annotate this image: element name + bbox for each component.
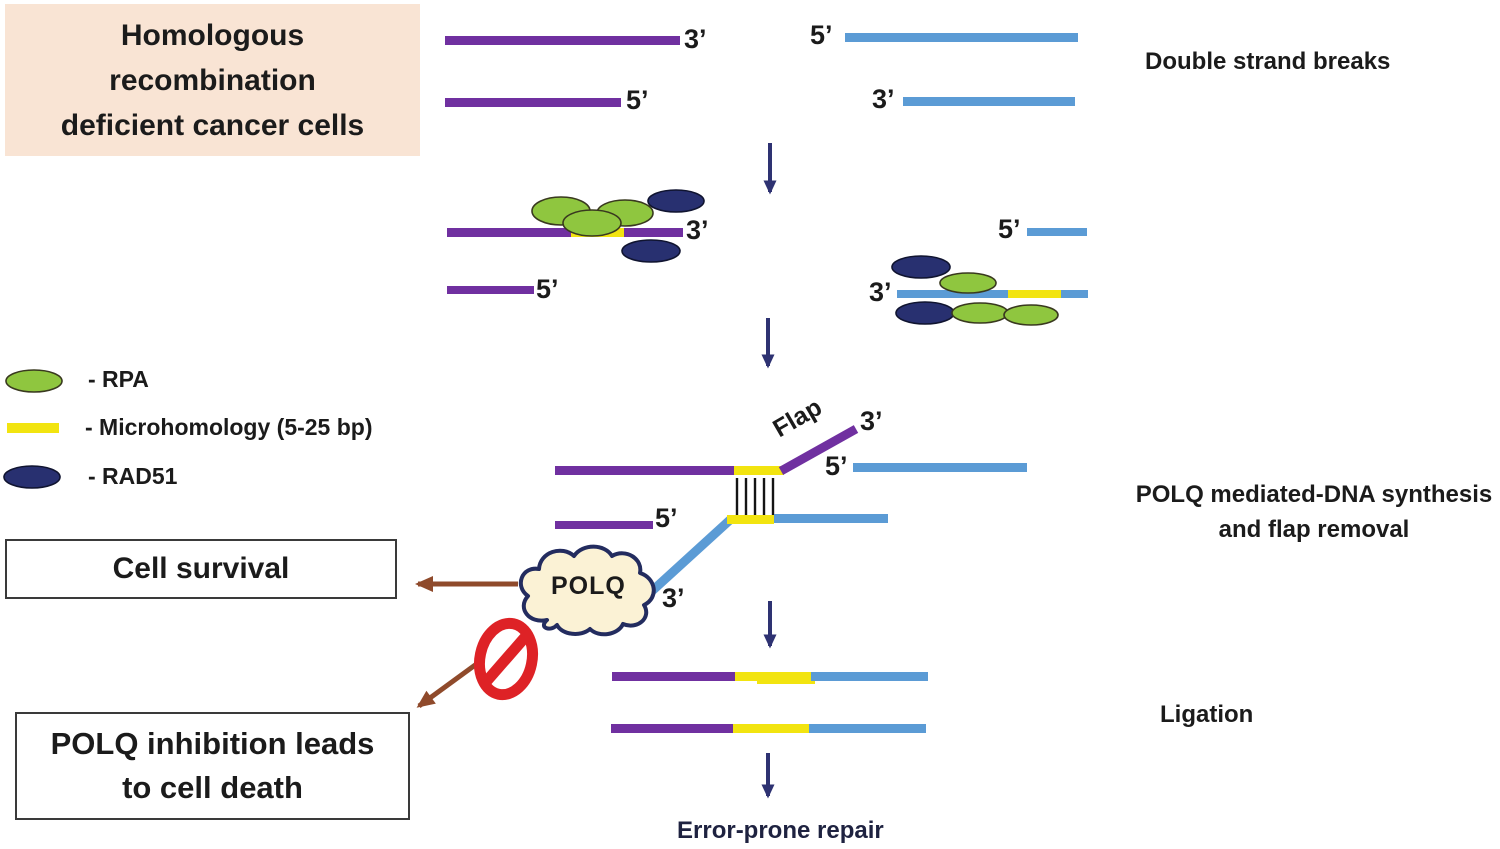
- ligated-strand1-blue: [811, 672, 928, 681]
- polq-inhibition-line2: to cell death: [122, 770, 303, 805]
- five-prime-label: 5’: [825, 451, 848, 481]
- polq-inhibition-line1: POLQ inhibition leads: [50, 726, 375, 761]
- legend-rpa-label: - RPA: [88, 366, 149, 392]
- dsb-purple-strand-top: [445, 36, 680, 45]
- three-prime-label: 3’: [662, 583, 685, 613]
- polq-cloud-label: POLQ: [551, 572, 626, 600]
- title-line: Homologous: [120, 18, 305, 52]
- three-prime-label: 3’: [686, 215, 709, 245]
- dsb-blue-strand-top: [845, 33, 1078, 42]
- three-prime-label: 3’: [872, 84, 895, 114]
- ligated-strand2-microhomology: [733, 724, 809, 733]
- annealed-blue-strand-bottom: [774, 514, 888, 523]
- no-entry-prohibition-icon: [473, 617, 539, 701]
- legend-rad51-oval-icon: [3, 465, 61, 489]
- polq-enzyme-cloud: [518, 544, 656, 637]
- ligated-strand1-microhomology-overlap: [757, 678, 815, 684]
- polq-inhibition-box: POLQ inhibition leads to cell death: [15, 712, 410, 820]
- legend-rpa-oval-icon: [5, 369, 63, 393]
- rpa-oval: [1003, 304, 1059, 326]
- three-prime-label: 3’: [860, 406, 883, 436]
- legend-microhomology-label: - Microhomology (5-25 bp): [85, 414, 373, 440]
- rad51-oval: [647, 189, 705, 213]
- blue-synthesis-diagonal: [648, 515, 735, 595]
- microhomology-top: [734, 466, 784, 475]
- ligated-strand2-blue: [809, 724, 926, 733]
- title-line: deficient cancer cells: [60, 108, 365, 142]
- annealed-blue-strand-right: [853, 463, 1027, 472]
- five-prime-label: 5’: [655, 503, 678, 533]
- rad51-oval: [891, 255, 951, 279]
- microhomology-on-blue: [1008, 290, 1061, 298]
- rad51-oval: [895, 301, 955, 325]
- ligated-strand1-purple: [612, 672, 735, 681]
- polq-synthesis-label: POLQ mediated-DNA synthesis and flap rem…: [1128, 477, 1500, 547]
- polq-synthesis-line1: POLQ mediated-DNA synthesis: [1135, 481, 1493, 508]
- purple-flap-segment: [778, 425, 859, 475]
- error-prone-repair-label: Error-prone repair: [677, 817, 884, 844]
- five-prime-label: 5’: [998, 214, 1021, 244]
- rpa-oval: [939, 272, 997, 294]
- dsb-purple-strand-bottom: [445, 98, 621, 107]
- legend-rad51-label: - RAD51: [88, 463, 178, 489]
- five-prime-label: 5’: [626, 85, 649, 115]
- microhomology-bottom: [727, 515, 774, 524]
- double-strand-breaks-label: Double strand breaks: [1145, 48, 1391, 75]
- ligated-strand2-purple: [611, 724, 733, 733]
- cell-survival-box: Cell survival: [5, 539, 397, 599]
- lower-purple-strand: [555, 521, 653, 529]
- dsb-blue-strand-bottom: [903, 97, 1075, 106]
- cell-death-arrow: [416, 657, 484, 709]
- short-purple-strand: [447, 286, 534, 294]
- legend-microhomology-line-icon: [7, 423, 59, 433]
- short-blue-strand: [1027, 228, 1087, 236]
- cell-survival-text: Cell survival: [112, 552, 290, 585]
- five-prime-label: 5’: [810, 20, 833, 50]
- resected-purple-strand: [447, 228, 683, 237]
- polq-synthesis-line2: and flap removal: [1218, 516, 1410, 543]
- rpa-oval: [562, 209, 622, 237]
- ligation-label: Ligation: [1160, 701, 1254, 728]
- five-prime-label: 5’: [536, 274, 559, 304]
- title-box: Homologous recombination deficient cance…: [5, 4, 420, 156]
- annealed-purple-strand: [555, 466, 734, 475]
- resected-blue-strand: [897, 290, 1088, 298]
- three-prime-label: 3’: [684, 24, 707, 54]
- ligated-strand1-microhomology: [735, 672, 811, 681]
- rad51-oval: [621, 239, 681, 263]
- three-prime-label: 3’: [869, 277, 892, 307]
- title-line: recombination: [109, 63, 316, 97]
- rpa-oval: [951, 302, 1009, 324]
